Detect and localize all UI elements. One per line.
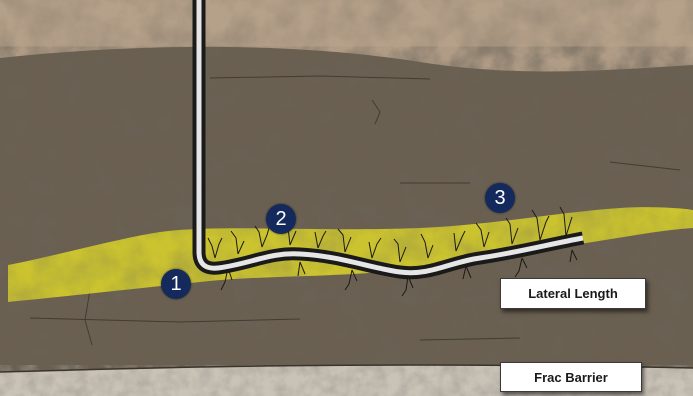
lateral-length-text: Lateral Length [528,286,618,301]
step-marker-3: 3 [485,183,515,213]
step-marker-1: 1 [161,269,191,299]
frac-barrier-label: Frac Barrier [500,362,642,392]
step-marker-1-label: 1 [170,273,181,296]
step-marker-3-label: 3 [494,187,505,210]
lateral-length-label: Lateral Length [500,278,646,309]
step-marker-2-label: 2 [275,208,286,231]
frac-barrier-text: Frac Barrier [534,370,608,385]
step-marker-2: 2 [266,204,296,234]
shale-layer [0,47,693,372]
